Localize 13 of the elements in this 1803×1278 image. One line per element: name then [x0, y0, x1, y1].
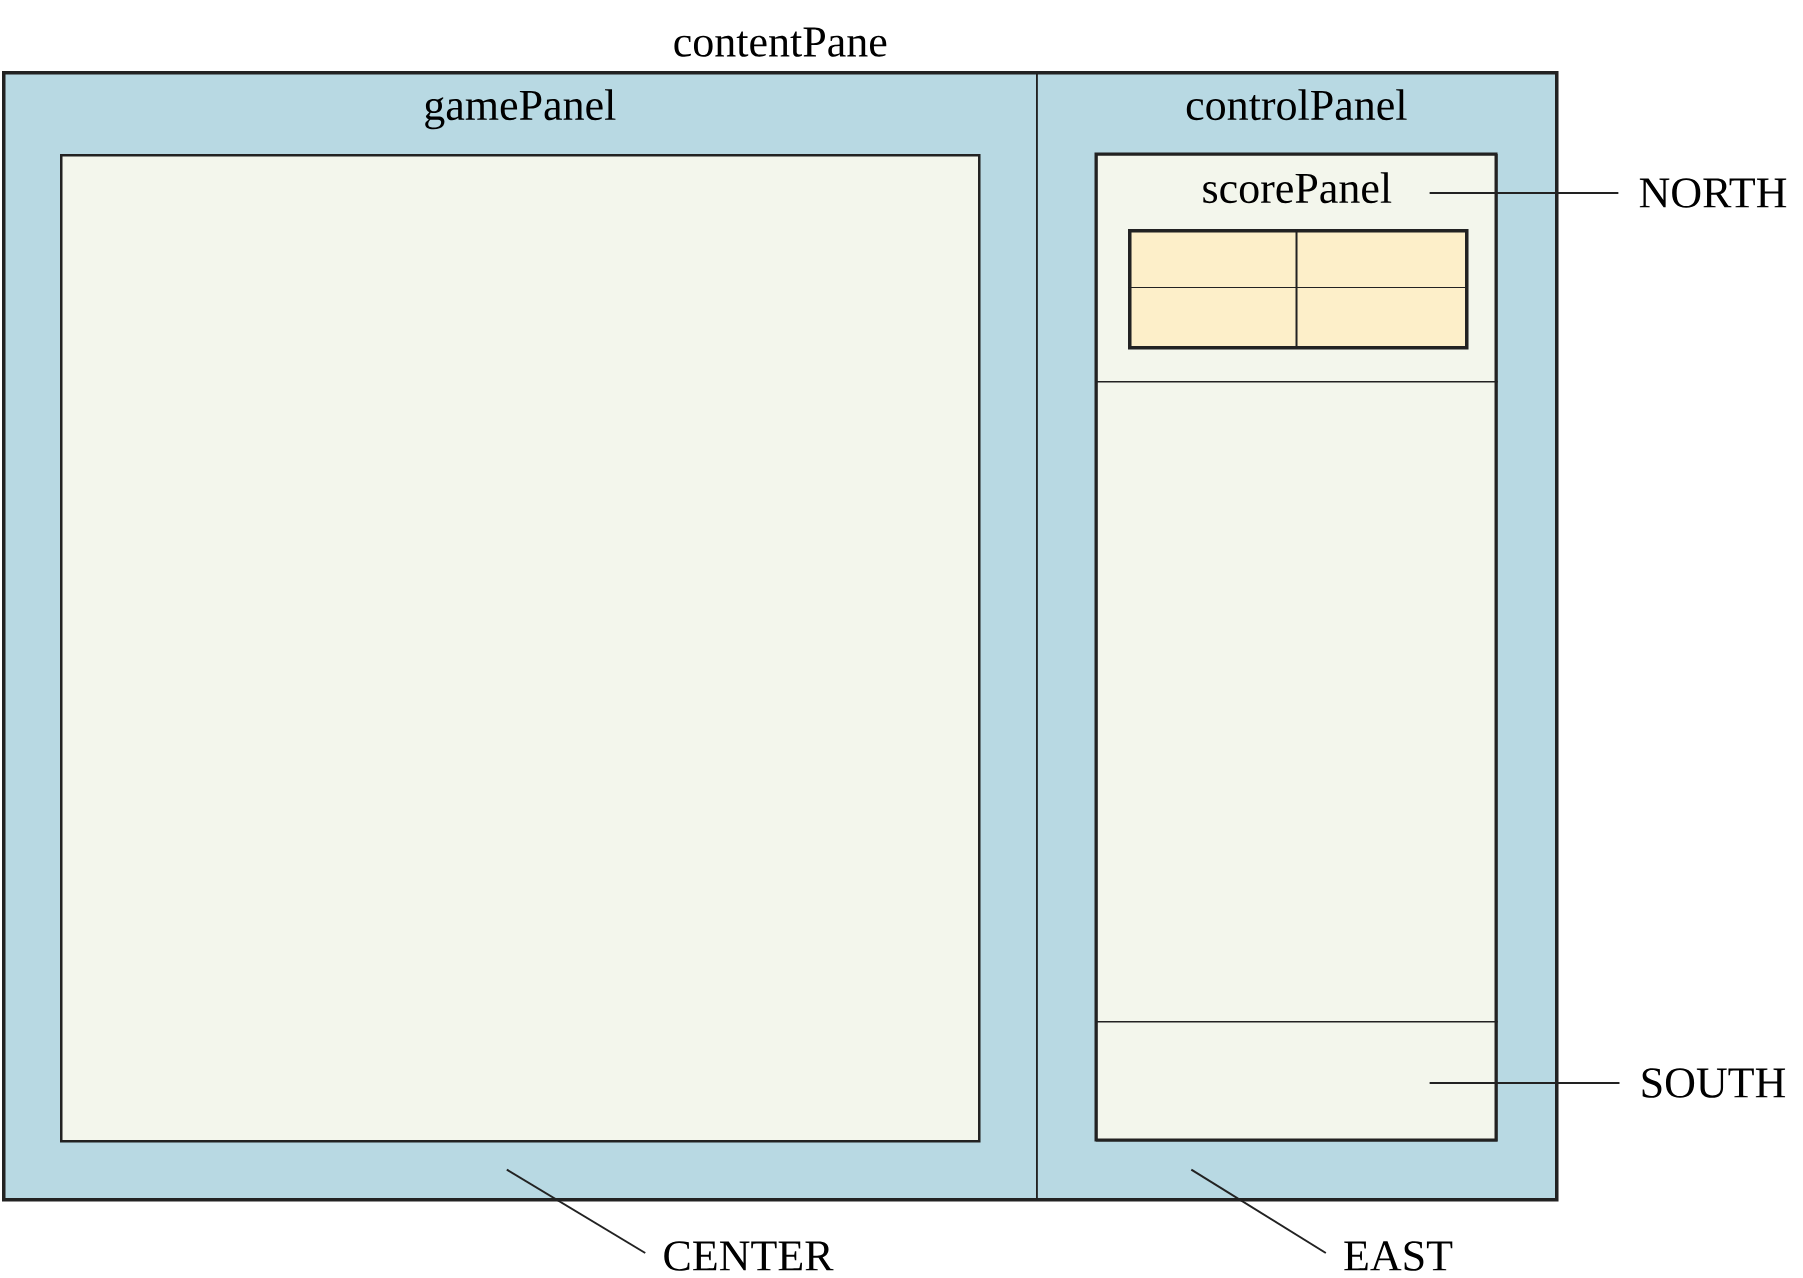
leader-line — [505, 1168, 647, 1254]
region-label: SOUTH — [1642, 1068, 1786, 1098]
region-label: NORTH — [1639, 178, 1787, 208]
node-label: contentPane — [674, 27, 887, 57]
score-grid — [1128, 229, 1469, 350]
panel-box — [60, 154, 981, 1143]
region-label: CENTER — [664, 1241, 834, 1271]
region-label: EAST — [1344, 1241, 1453, 1271]
panel-region — [1096, 1021, 1498, 1142]
leader-line — [1428, 192, 1620, 194]
panel-region: gamePanel — [2, 71, 1038, 1200]
leader-line — [1428, 1082, 1621, 1084]
leader-line — [1190, 1168, 1327, 1254]
